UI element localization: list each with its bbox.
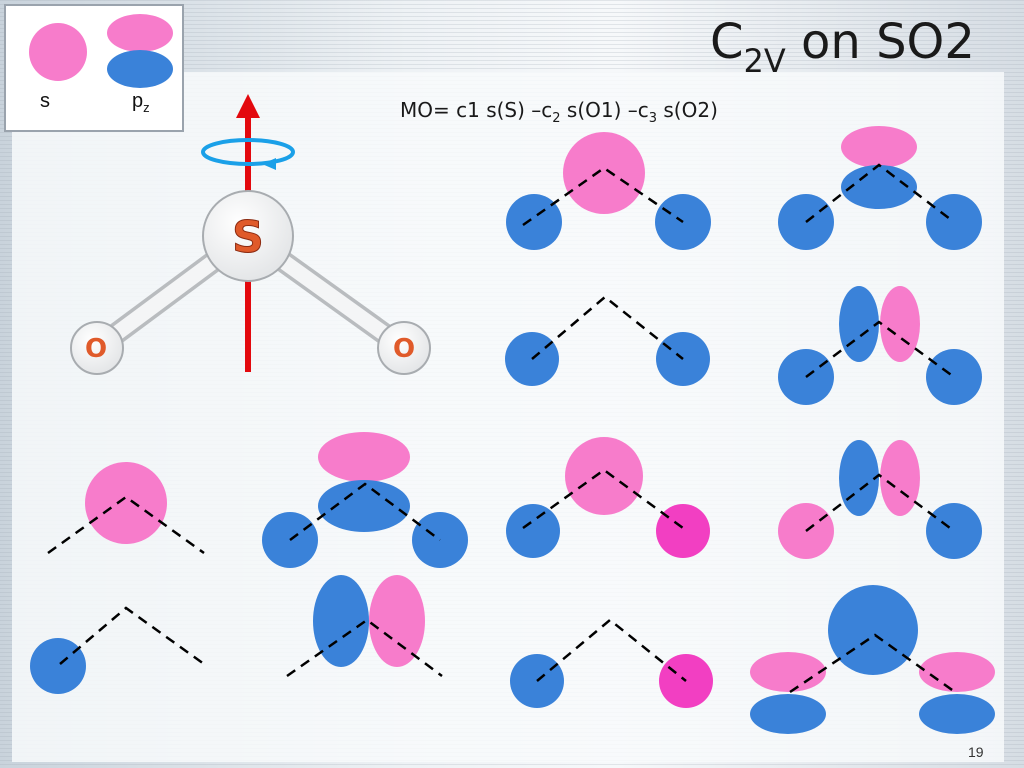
s-orbital-sulfur — [563, 132, 645, 214]
pz-top-lobe-oxygen-left — [750, 652, 826, 692]
slide-title: C2V on SO2 — [710, 14, 975, 80]
bond-dash-path — [59, 606, 205, 666]
formula-sub-2: 2 — [552, 111, 561, 126]
pz-bottom-lobe-oxygen-left — [750, 694, 826, 734]
mo-diagram-1 — [506, 132, 711, 250]
legend-s-orbital — [29, 23, 87, 81]
legend-pz-label: pz — [132, 90, 150, 115]
mo-sulfur-pz-fragment — [262, 432, 468, 568]
orbital-legend: s pz — [4, 4, 184, 132]
s-orbital-oxygen-left — [30, 638, 86, 694]
bond-dash-path — [286, 618, 443, 678]
pz-top-lobe — [318, 432, 410, 482]
formula-part-2: s(O1) –c — [560, 98, 649, 122]
mo-diagram-7 — [510, 618, 713, 708]
oxygen-left-label: O — [85, 334, 107, 364]
mo-diagram-3 — [505, 295, 710, 386]
mo-diagram-8 — [750, 585, 995, 734]
s-orbital-oxygen-right — [926, 194, 982, 250]
s-orbital-sulfur — [85, 462, 167, 544]
legend-pz-subscript: z — [143, 100, 150, 115]
legend-pz-top-lobe — [107, 14, 173, 52]
bond-dash-path — [805, 320, 955, 379]
mo-diagram-6 — [778, 440, 982, 559]
legend-pz-bottom-lobe — [107, 50, 173, 88]
px-right-lobe — [880, 286, 920, 362]
mo-diagram-2 — [778, 126, 982, 250]
s-orbital-oxygen-left — [506, 504, 560, 558]
oxygen-right-label: O — [393, 334, 415, 364]
title-suffix: on SO2 — [785, 14, 975, 70]
s-orbital-oxygen-right — [926, 503, 982, 559]
bond-dash-path — [531, 295, 684, 360]
px-left-lobe — [839, 440, 879, 516]
bond-dash-path — [289, 482, 441, 542]
bond-dash-path — [47, 495, 205, 555]
bond-dash-path — [805, 473, 955, 533]
title-main: C — [710, 14, 744, 70]
sulfur-label: S — [232, 212, 264, 263]
bond-dash-path — [805, 163, 955, 223]
s-orbital-oxygen-left — [506, 194, 562, 250]
px-left-lobe — [839, 286, 879, 362]
oxygen-atom-right — [377, 321, 431, 375]
pz-bottom-lobe — [841, 165, 917, 209]
pz-top-lobe-oxygen-right — [919, 652, 995, 692]
legend-s-label: s — [40, 90, 50, 112]
title-subscript: 2V — [743, 42, 786, 80]
c2-axis-arrowhead — [236, 94, 260, 118]
bond-dash-path — [536, 618, 687, 682]
page-number: 19 — [968, 744, 984, 760]
mo-sulfur-px-fragment — [286, 575, 443, 678]
sulfur-atom — [202, 190, 294, 282]
so2-molecule: S O O — [70, 94, 431, 375]
pz-top-lobe — [841, 126, 917, 168]
bond-dash-path — [522, 166, 684, 227]
px-left-lobe — [313, 575, 369, 667]
formula-part-3: s(O2) — [657, 98, 718, 122]
px-right-lobe — [880, 440, 920, 516]
mo-diagram-4 — [778, 286, 982, 405]
mo-formula: MO= c1 s(S) –c2 s(O1) –c3 s(O2) — [400, 98, 718, 126]
px-right-lobe — [369, 575, 425, 667]
mo-oxygen-s-fragment — [30, 606, 205, 694]
legend-graphics — [29, 14, 173, 88]
s-orbital-oxygen-right — [926, 349, 982, 405]
oxygen-atom-left — [70, 321, 124, 375]
s-orbital-sulfur — [828, 585, 918, 675]
s-orbital-sulfur — [565, 437, 643, 515]
mo-sulfur-s-fragment — [47, 462, 205, 555]
formula-part-1: MO= c1 s(S) –c — [400, 98, 553, 122]
pz-bottom-lobe — [318, 480, 410, 532]
bond-dash-path — [789, 633, 956, 694]
rotation-arrow-icon — [201, 138, 295, 170]
legend-pz-letter: p — [132, 90, 144, 112]
pz-bottom-lobe-oxygen-right — [919, 694, 995, 734]
formula-sub-3: 3 — [648, 111, 658, 126]
s-orbital-oxygen-right — [656, 504, 710, 558]
mo-diagram-5 — [506, 437, 710, 558]
